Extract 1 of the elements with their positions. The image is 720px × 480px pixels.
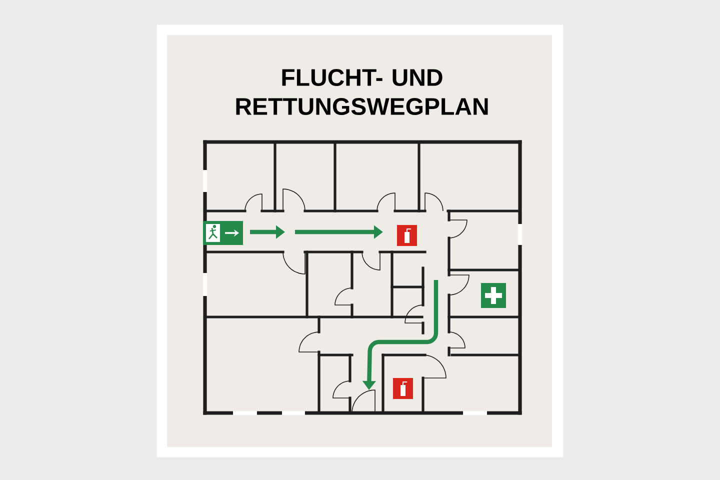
title: FLUCHT- UND RETTUNGSWEGPLAN [236, 69, 488, 115]
